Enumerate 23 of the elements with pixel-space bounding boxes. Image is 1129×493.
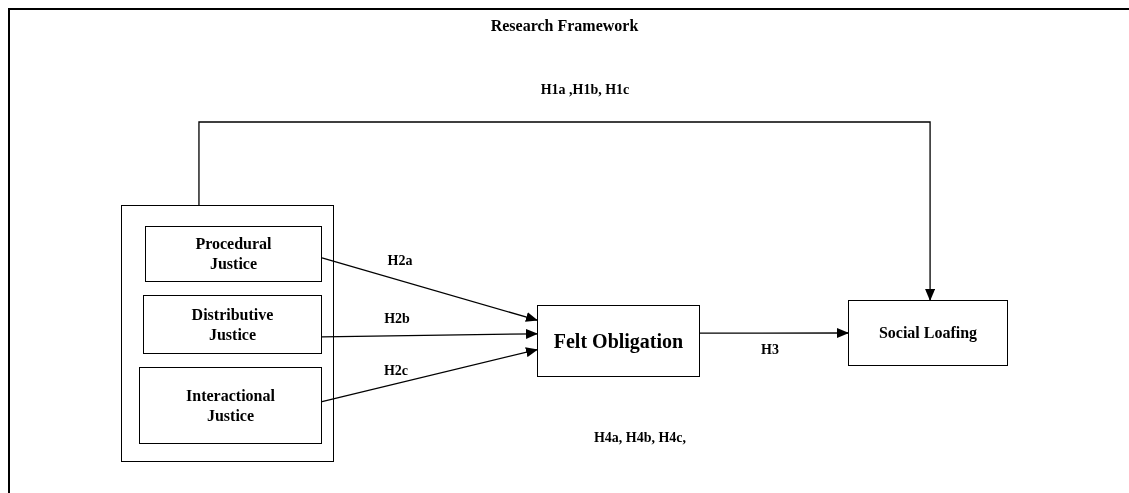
- concept-label: Interactional Justice: [185, 385, 276, 426]
- concept-box: [139, 367, 322, 444]
- arrow: [198, 121, 936, 301]
- concept-box: [143, 295, 322, 354]
- edge-label: H2b: [384, 309, 410, 328]
- concept-box: [145, 226, 322, 282]
- concept-box: [537, 305, 700, 377]
- group-box: [121, 205, 334, 462]
- arrow: [321, 328, 538, 339]
- concept-label: Social Loafing: [877, 323, 979, 343]
- edge-label: H2a: [387, 251, 413, 270]
- edge-label: H1a ,H1b, H1c: [540, 80, 630, 99]
- arrow: [321, 347, 538, 403]
- diagram-title: Research Framework: [490, 16, 639, 36]
- edge-label: H3: [761, 340, 779, 359]
- concept-label: Felt Obligation: [552, 328, 685, 354]
- concept-label: Distributive Justice: [190, 304, 275, 345]
- hypothesis-label: H4a, H4b, H4c,: [593, 428, 687, 447]
- concept-box: [848, 300, 1008, 366]
- edge-label: H2c: [383, 361, 409, 380]
- arrow: [321, 257, 538, 322]
- concept-label: Procedural Justice: [194, 234, 273, 274]
- arrow: [699, 328, 849, 338]
